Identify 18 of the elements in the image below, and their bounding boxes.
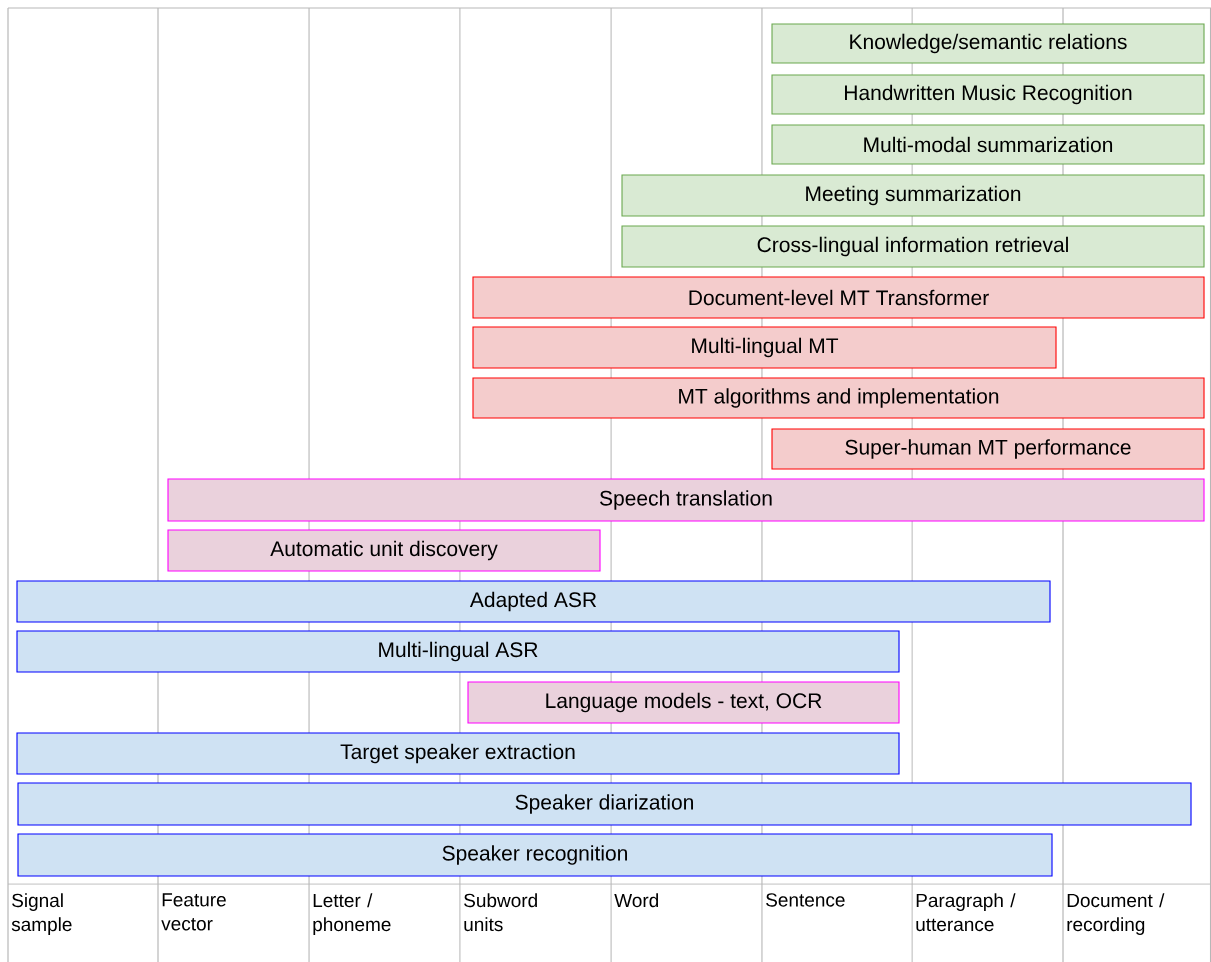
bar: Target speaker extraction xyxy=(16,732,900,775)
bar: Speech translation xyxy=(167,478,1205,522)
column-label: Document / recording xyxy=(1067,893,1165,935)
bar: Multi-modal summarization xyxy=(771,124,1205,165)
bar: Adapted ASR xyxy=(16,580,1051,623)
bar: Speaker recognition xyxy=(17,833,1053,877)
bar: Speaker diarization xyxy=(17,782,1192,826)
bar: Super-human MT performance xyxy=(771,428,1205,470)
bar: MT algorithms and implementation xyxy=(472,377,1205,419)
bar: Multi-lingual MT xyxy=(472,326,1057,369)
bar: Knowledge/semantic relations xyxy=(771,23,1205,64)
bar: Meeting summarization xyxy=(621,174,1205,217)
bar: Cross-lingual information retrieval xyxy=(621,225,1205,268)
bar: Language models - text, OCR xyxy=(467,681,900,724)
bar: Automatic unit discovery xyxy=(167,529,601,572)
bar: Document-level MT Transformer xyxy=(472,276,1205,319)
bar: Multi-lingual ASR xyxy=(16,630,900,673)
bar: Handwritten Music Recognition xyxy=(771,74,1205,115)
